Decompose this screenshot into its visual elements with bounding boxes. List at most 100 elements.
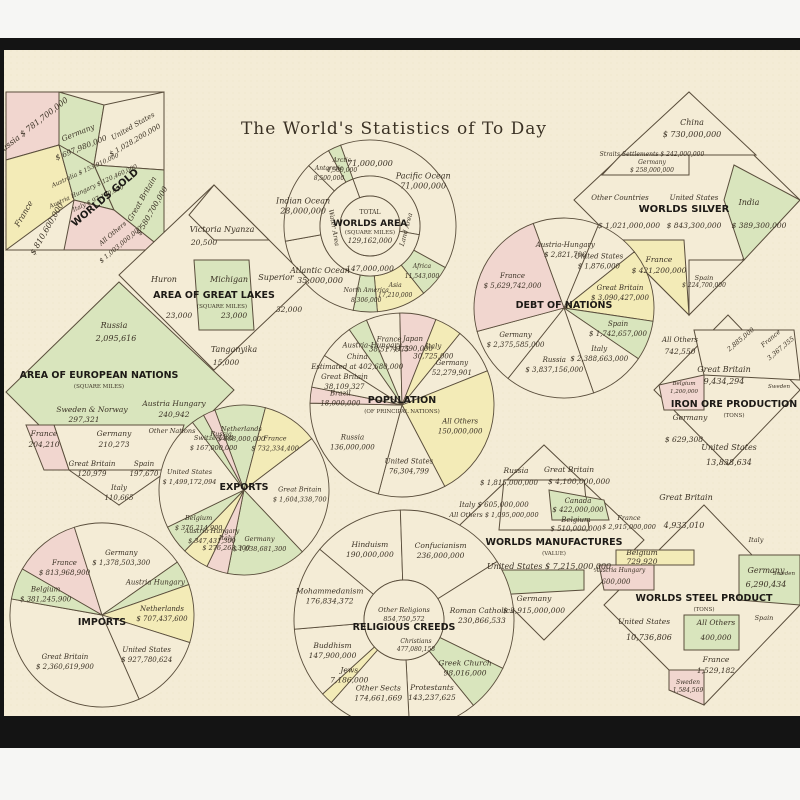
silver-label: Straits Settlements $ 242,000,000 [600, 151, 705, 158]
pie-slice-name: Buddhism [312, 641, 351, 650]
imports-sector [10, 568, 103, 616]
steel-label: Sweden [676, 679, 700, 686]
silver-value: $ 843,300,000 [667, 221, 722, 230]
pie-slice-name: Austria Hungary [125, 579, 186, 587]
pie-slice-name: Austria-Hungary [535, 241, 596, 249]
lakes-value: 20,500 [190, 238, 217, 247]
iron-label: Germany [673, 413, 708, 422]
pie-slice-value: $ 1,742,657,000 [589, 330, 647, 338]
area-outer-value: 8,306,000 [351, 297, 382, 304]
area-outer-value: 17,210,000 [378, 292, 413, 299]
population-subtitle: (OF PRINCIPAL NATIONS) [364, 408, 440, 415]
area-outer-value: 71,000,000 [400, 181, 446, 190]
silver-value: $ 389,300,000 [732, 221, 787, 230]
pie-slice-value: 76,304,799 [389, 468, 430, 476]
imports-sector [21, 526, 103, 616]
pie-slice-value: $ 2,375,585,000 [487, 341, 545, 349]
pie-slice-value: 18,000,000 [320, 399, 361, 407]
pie-slice-name: Protestants [409, 683, 454, 692]
manufactures-label: Germany [517, 594, 552, 603]
area-outer-name: Indian Ocean [275, 196, 330, 205]
pie-slice-value: $ 167,000,000 [190, 444, 238, 452]
pie-slice-value: 190,000,000 [346, 550, 394, 559]
iron-label: Belgium [671, 381, 695, 387]
pie-slice-value: $ 2,388,663,000 [570, 355, 628, 363]
steel-label: All Others [696, 618, 736, 627]
area-center [339, 195, 401, 257]
population-sector [401, 370, 495, 488]
pie-slice-name: Belgium [184, 514, 212, 522]
manufactures-label: Great Britain [544, 465, 594, 474]
pie-slice-value: Estimated at 402,680,000 [310, 363, 404, 371]
exports-title: EXPORTS [219, 482, 268, 493]
pie-slice-value: $ 5,629,742,000 [484, 282, 542, 290]
pie-slice-value: 147,900,000 [309, 651, 357, 660]
area-subtitle: (SQUARE MILES) [345, 229, 395, 236]
steel-label: Great Britain [659, 493, 712, 502]
religious-center-name: Other Religions [378, 606, 430, 614]
debt-sector [532, 217, 600, 310]
pie-slice-value: $ 381,245,900 [20, 595, 72, 603]
pie-slice-name: Roman Catholics [449, 606, 515, 615]
euro-value: 297,321 [67, 415, 99, 424]
steel-value: 10,736,806 [626, 633, 672, 642]
pie-slice-value: 136,000,000 [330, 443, 375, 451]
steel-label: United States [618, 617, 670, 626]
imports-sector [9, 598, 140, 708]
manufactures-value: $ 1,815,000,000 [480, 479, 538, 487]
area-outer-value: 8,500,000 [314, 175, 345, 182]
lakes-label: Huron [150, 275, 177, 284]
steel-value: 729,920 [626, 557, 657, 566]
euro-label: Germany [97, 429, 132, 438]
pie-slice-name: United States [385, 458, 434, 466]
pie-slice-name: Italy [424, 342, 442, 350]
steel-value: 1,529,182 [697, 666, 735, 675]
lakes-subtitle: (SQUARE MILES) [197, 303, 247, 310]
pie-slice-value: $ 1,876,000 [578, 263, 621, 271]
area-outer-value: 11,543,000 [405, 273, 440, 280]
iron-value: 9,434,294 [704, 377, 745, 386]
lakes-label: Michigan [209, 275, 248, 284]
debt-sector [507, 307, 595, 399]
euro-subtitle: (SQUARE MILES) [74, 383, 124, 390]
pie-slice-value: $ 376,214,900 [175, 524, 223, 532]
iron-cell [693, 329, 800, 381]
steel-value: 1,584,569 [673, 687, 704, 694]
poster: The World's Statistics of To Day Russia … [4, 50, 800, 716]
pie-slice-name: Belgium [30, 585, 61, 593]
pie-slice-value: 38,517,975 [369, 345, 410, 353]
steel-cell [668, 669, 705, 706]
pie-slice-value: $ 2,821,706 [544, 251, 587, 259]
pie-slice-name: Netherlands [139, 605, 184, 613]
iron-subtitle: (TONS) [723, 412, 744, 419]
statistics-chart: The World's Statistics of To Day Russia … [4, 50, 800, 716]
lakes-label: Superior [258, 273, 295, 282]
euro-value: 204,210 [27, 440, 59, 449]
iron-label: All Others [661, 336, 698, 344]
silver-label: Germany [638, 159, 666, 166]
steel-label: Spain [755, 614, 774, 622]
pie-slice-value: $ 1,378,503,300 [92, 559, 150, 567]
debt-sector [562, 251, 655, 322]
pie-slice-name: Great Britain [42, 653, 89, 661]
iron-label: Sweden [768, 384, 791, 390]
pie-slice-value: $ 1,499,172,094 [163, 478, 217, 486]
manufactures-value: $ 422,000,000 [552, 506, 604, 514]
steel-label: Belgium [625, 548, 658, 557]
steel-subtitle: (TONS) [693, 606, 714, 613]
pie-slice-value: 236,000,000 [416, 551, 465, 560]
area-outer-name: Arctic [332, 157, 352, 164]
steel-title: WORLDS STEEL PRODUCT [635, 593, 773, 604]
pie-slice-value: 98,016,000 [444, 669, 487, 678]
pie-slice-name: Great Britain [321, 373, 368, 381]
euro-label: Sweden & Norway [56, 405, 128, 414]
pie-slice-name: Greek Church [438, 659, 492, 668]
pie-slice-value: $ 1,038,681,300 [233, 545, 287, 553]
steel-value: 600,000 [602, 578, 631, 586]
area-total: 129,162,000 [348, 237, 393, 245]
pie-slice-name: France [499, 272, 525, 280]
exports-sector [226, 489, 303, 576]
lakes-value: 23,000 [220, 311, 247, 320]
area-total-label: TOTAL [360, 209, 381, 216]
area-outer-name: Asia [388, 282, 402, 289]
